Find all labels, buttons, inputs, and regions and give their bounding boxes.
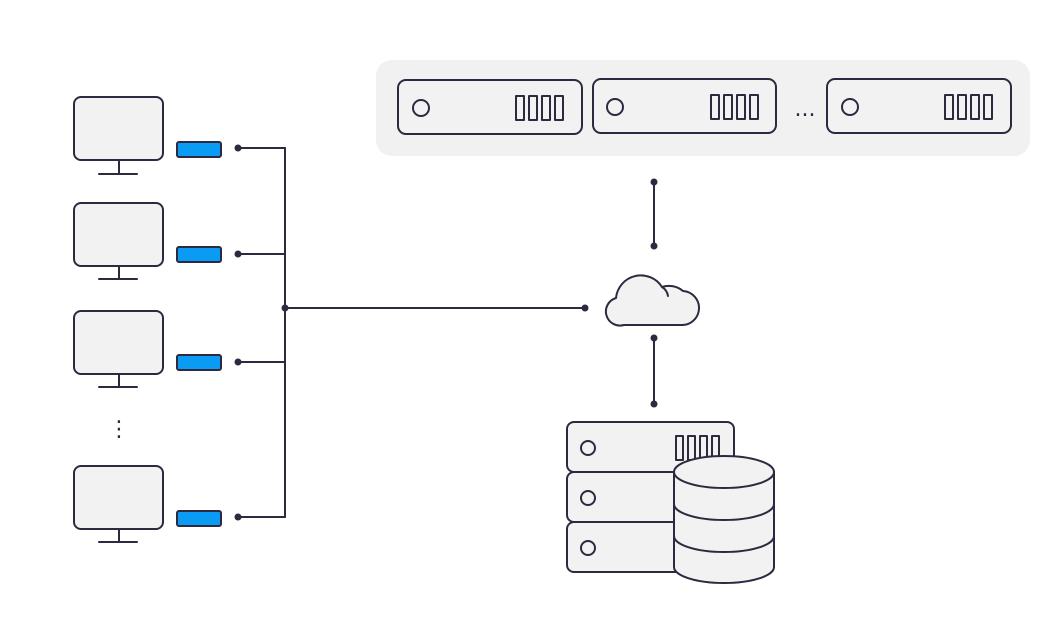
monitor-icon (73, 310, 164, 388)
server-rack-icon (826, 78, 1012, 134)
computer-1 (73, 96, 286, 175)
computer-4 (73, 465, 286, 543)
computer-3 (73, 310, 286, 388)
link-cloud-storage (650, 334, 658, 408)
server-rack-icon (397, 79, 583, 135)
network-adapter (176, 354, 222, 371)
database-server-icon (566, 421, 775, 584)
computer-2 (73, 202, 286, 280)
server-cluster-ellipsis: ... (795, 97, 816, 122)
link-cluster-cloud (650, 178, 658, 250)
monitor-icon (73, 96, 164, 175)
clients-ellipsis: ⋮ (108, 417, 130, 442)
client-computers: ⋮ (73, 96, 286, 543)
cloud-icon (604, 274, 700, 327)
network-adapter (176, 510, 222, 527)
network-adapter (176, 141, 222, 158)
server-cluster: ... (376, 60, 1030, 156)
network-adapter (176, 246, 222, 263)
monitor-icon (73, 465, 164, 543)
monitor-icon (73, 202, 164, 280)
client-bus (281, 147, 589, 518)
server-rack-icon (592, 78, 777, 134)
